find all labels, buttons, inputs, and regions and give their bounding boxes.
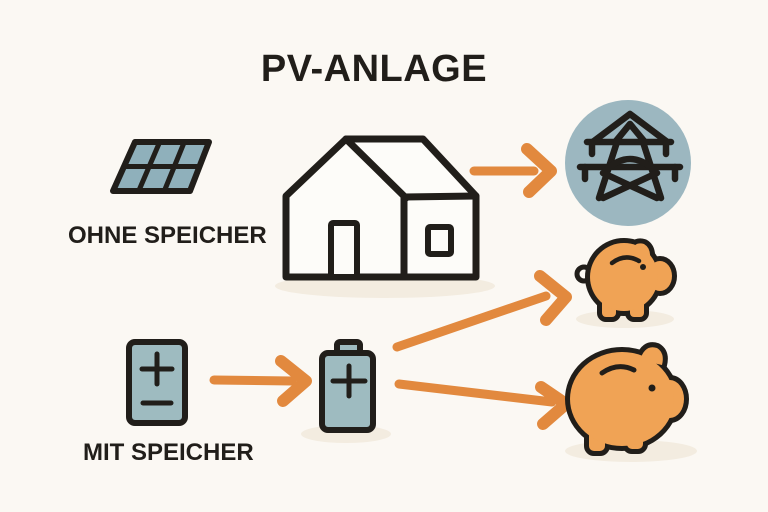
diagram-title: PV-ANLAGE [260,48,488,90]
piggy-eye [648,384,656,392]
label-with-storage: MIT SPEICHER [83,439,254,466]
house-icon [282,135,480,281]
arrow-battery-to-small-piggy [392,270,572,352]
arrow-module-to-battery [209,355,312,407]
battery-module-icon [126,339,188,426]
flow-arrows [209,143,572,430]
label-without-storage: OHNE SPEICHER [68,222,267,249]
power-grid-pylon-icon [565,100,691,226]
arrow-battery-to-large-piggy [394,379,572,430]
home-battery-icon [319,339,376,433]
piggy-bank-small-icon [574,238,677,322]
piggy-eye [640,264,646,270]
house-door [328,220,360,280]
coin-slot [609,255,642,266]
piggy-bank-large-icon [565,342,689,456]
house-window [425,224,454,257]
arrow-house-to-grid [469,143,557,198]
coin-slot [599,364,637,376]
solar-panel-icon [110,139,212,194]
